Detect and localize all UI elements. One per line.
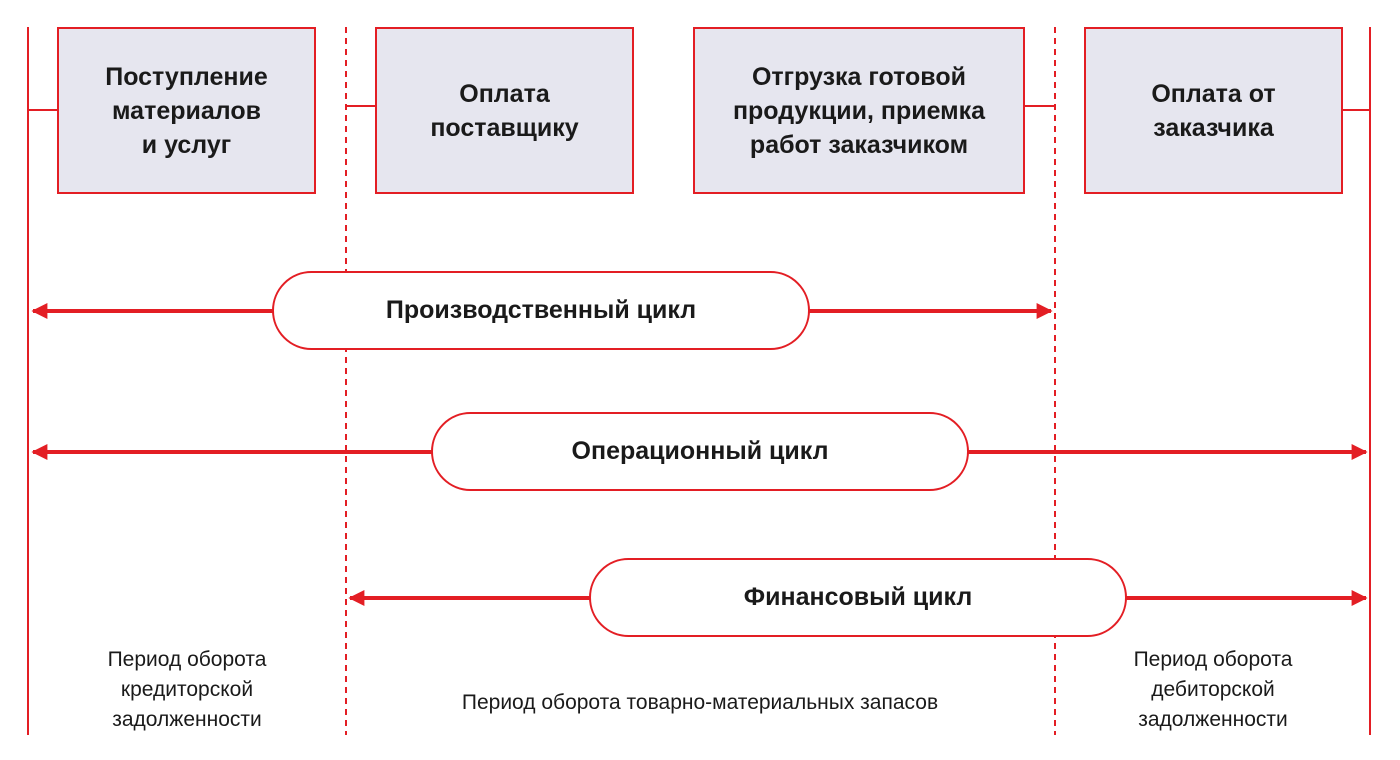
production-cycle-label: Производственный цикл — [272, 271, 810, 350]
event-materials-receipt: Поступление материалов и услуг — [57, 27, 316, 194]
event-label: Оплата поставщику — [430, 79, 579, 142]
receivables-turnover-period: Период оборота дебиторской задолженности — [1133, 648, 1293, 731]
payables-turnover-period: Период оборота кредиторской задолженност… — [107, 648, 267, 731]
event-shipment-acceptance: Отгрузка готовой продукции, приемка рабо… — [693, 27, 1025, 194]
event-supplier-payment: Оплата поставщику — [375, 27, 634, 194]
financial-cycle-label: Финансовый цикл — [589, 558, 1127, 637]
inventory-turnover-period: Период оборота товарно-материальных запа… — [461, 691, 939, 714]
event-label: Отгрузка готовой продукции, приемка рабо… — [732, 62, 986, 159]
event-label: Оплата от заказчика — [1151, 79, 1276, 142]
cycle-label: Операционный цикл — [571, 437, 829, 465]
cycle-label: Финансовый цикл — [743, 583, 973, 611]
operating-cycle-label: Операционный цикл — [431, 412, 969, 491]
event-customer-payment: Оплата от заказчика — [1084, 27, 1343, 194]
event-label: Поступление материалов и услуг — [105, 62, 268, 159]
cycle-label: Производственный цикл — [385, 296, 697, 324]
